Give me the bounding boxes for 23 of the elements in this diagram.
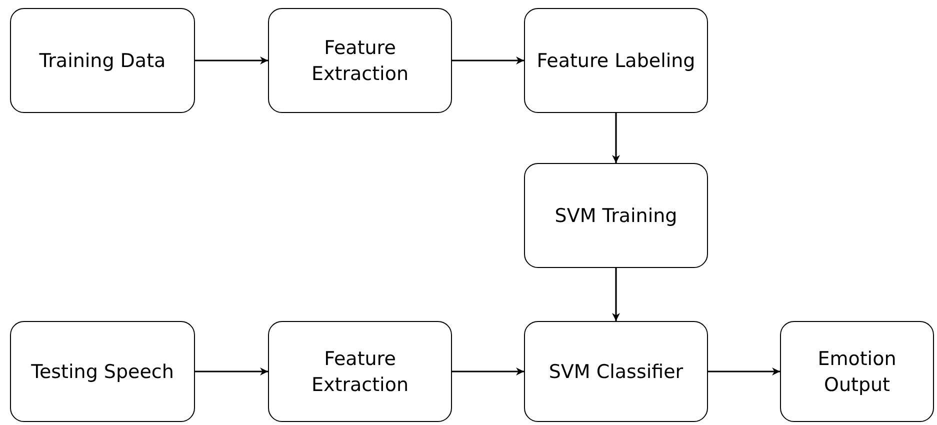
process-box [524,321,708,422]
process-box [268,321,452,422]
box-label: Feature Extraction [310,36,410,86]
box-label: Testing Speech [31,360,174,384]
process-box [524,8,708,113]
arrow [612,113,620,163]
arrow [612,268,620,321]
box-label: Emotion Output [816,346,898,398]
box-label: Feature Extraction [310,346,410,398]
process-box [780,321,934,422]
box-label: SVM Training [554,204,678,228]
process-box [268,8,452,113]
arrow [708,368,780,376]
process-box [10,8,195,113]
arrow [452,368,524,376]
arrow [195,56,268,64]
box-label: Feature Labeling [536,48,696,74]
box-label: Training Data [39,48,166,74]
arrow [195,368,268,376]
arrow [452,56,524,64]
process-box [524,163,708,268]
box-label: SVM Classifier [548,360,684,384]
process-box [10,321,195,422]
